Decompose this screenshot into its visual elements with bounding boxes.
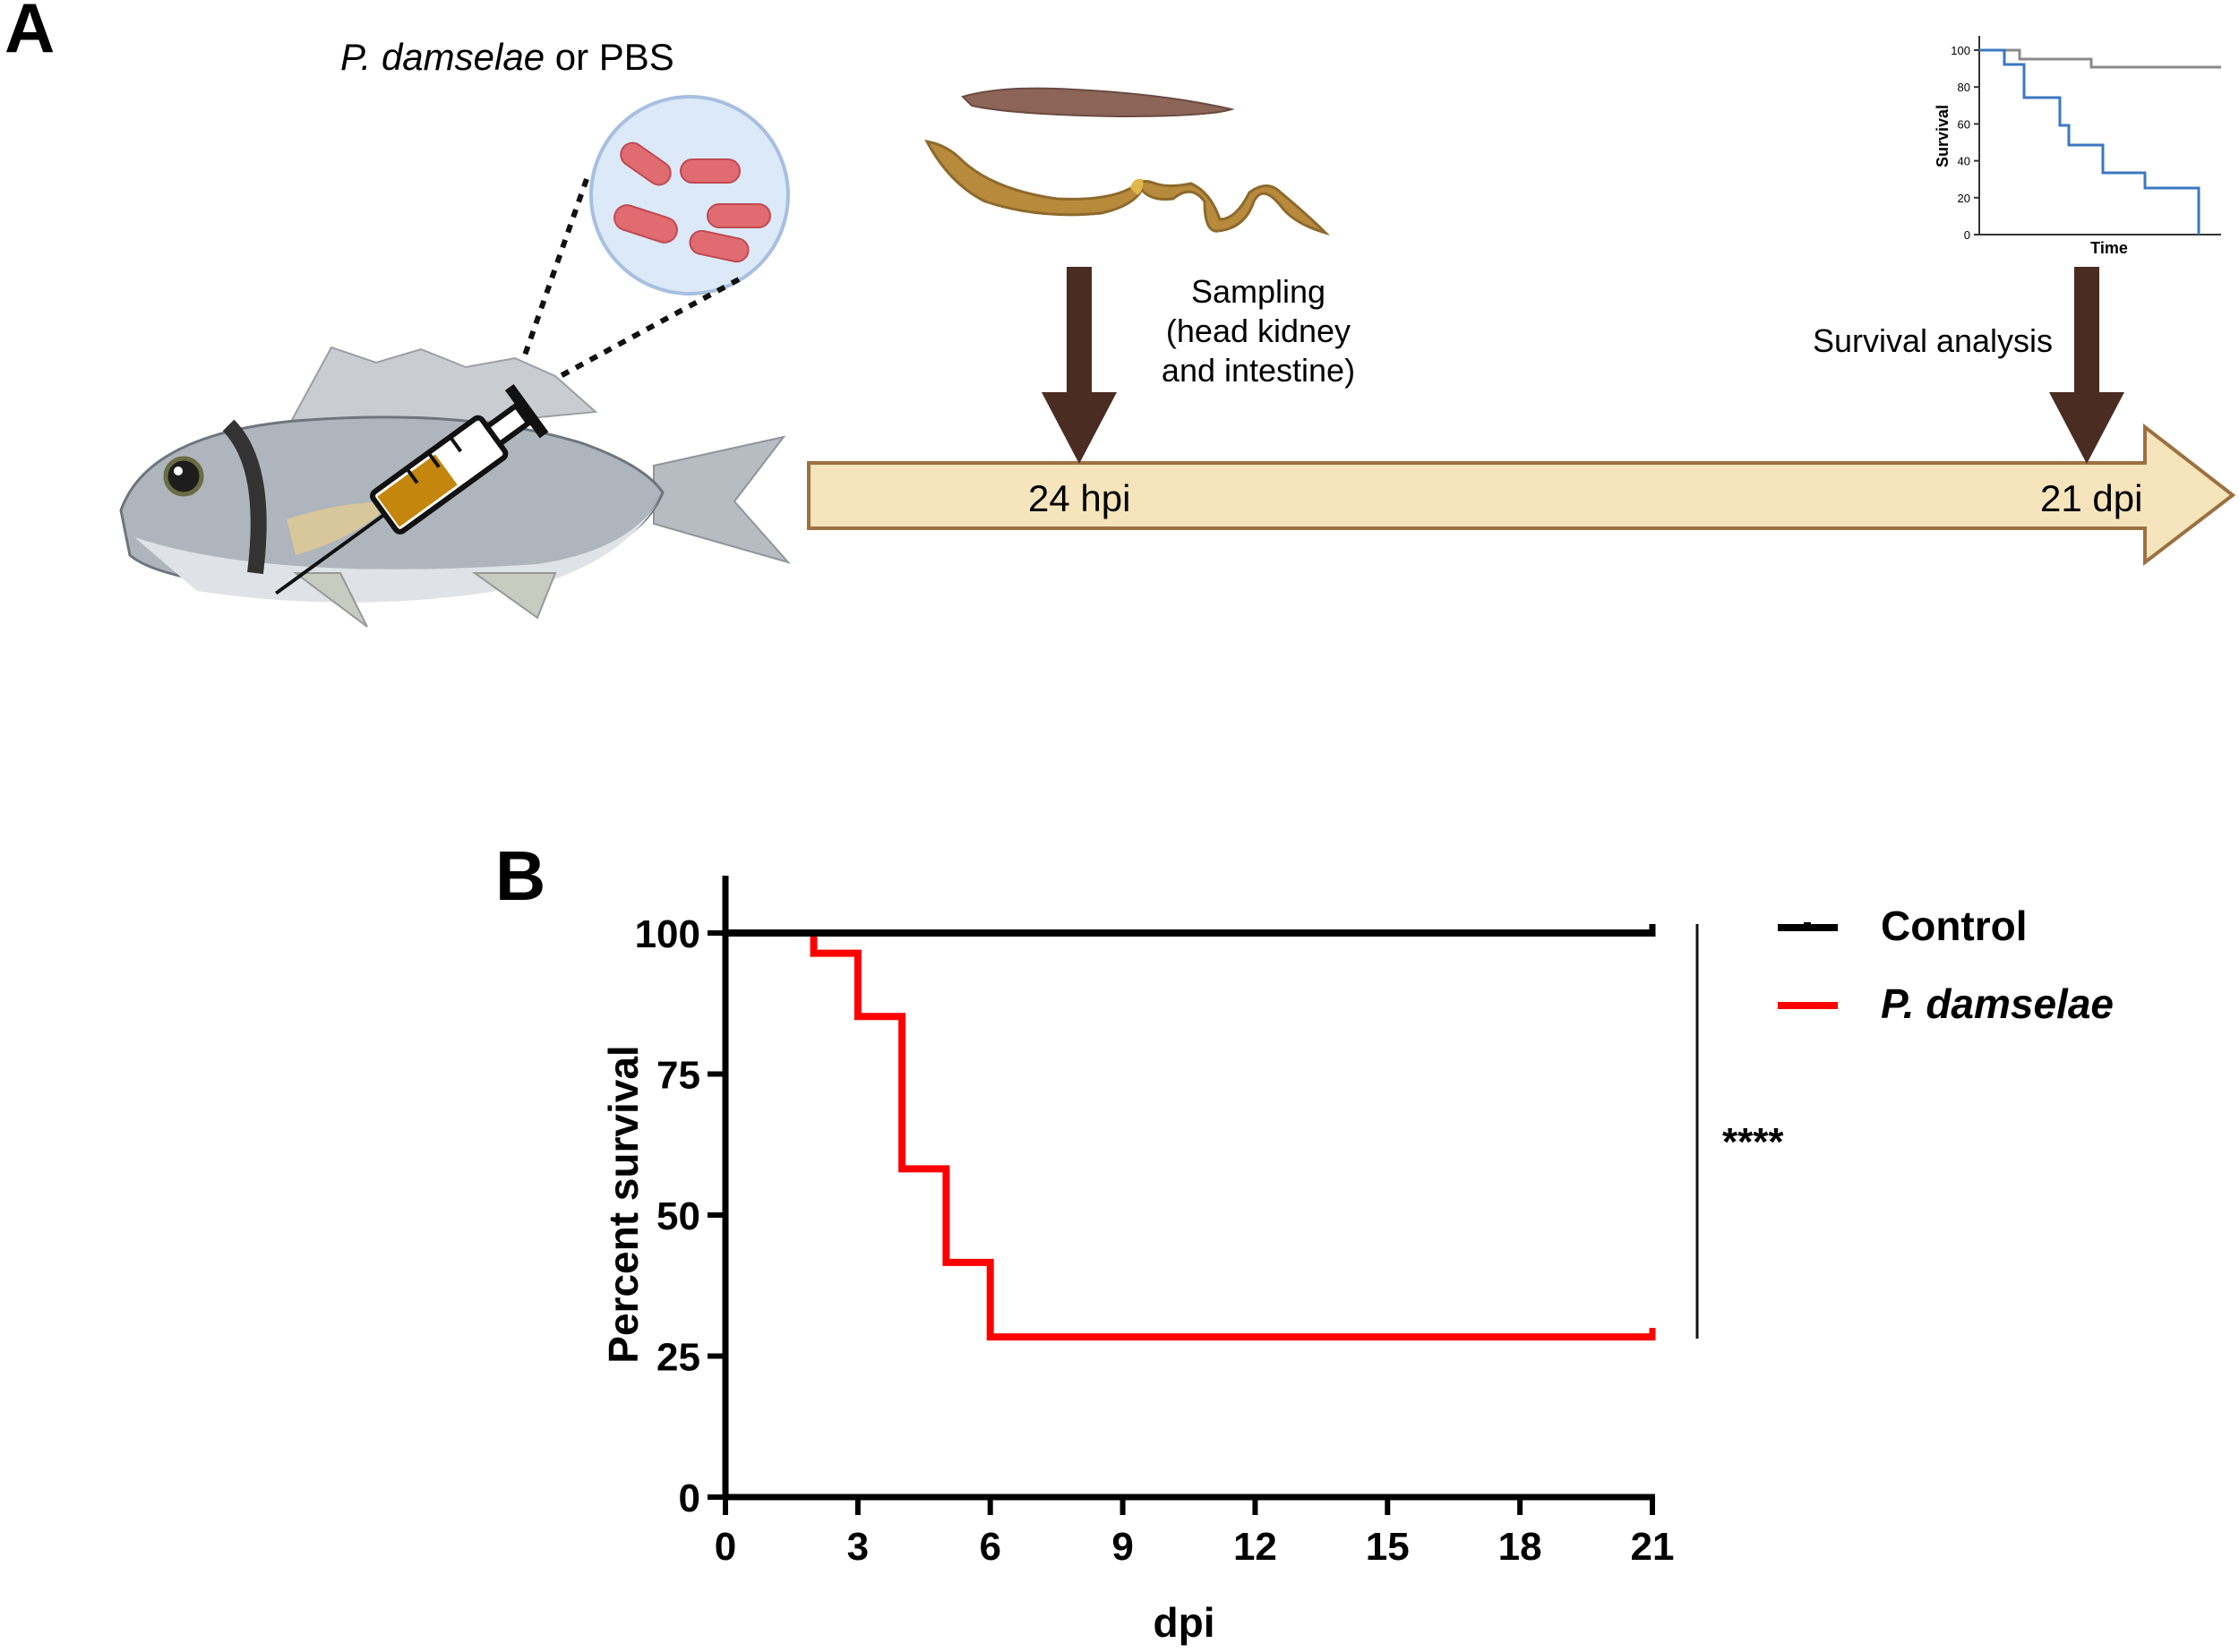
treatment-label-italic: P. damselae [340, 36, 545, 78]
legend-item-p-damselae: P. damselae [1778, 980, 2114, 1027]
timeline-arrow [807, 423, 2236, 567]
survival-down-arrow-icon [2049, 267, 2124, 464]
y-tick-label: 0 [679, 1477, 700, 1520]
legend-label-p-damselae: P. damselae [1881, 980, 2114, 1027]
treatment-label: P. damselae or PBS [340, 36, 674, 78]
x-tick-label: 3 [847, 1525, 869, 1569]
x-tick-label: 6 [979, 1525, 1000, 1569]
y-axis-label: Percent survival [600, 1045, 647, 1363]
x-tick-label: 21 [1631, 1525, 1675, 1569]
survival-analysis-label: Survival analysis [1813, 322, 2053, 359]
syringe-icon [275, 383, 549, 595]
panel-a-label: A [4, 0, 55, 67]
head-kidney-sample-icon [961, 87, 1235, 118]
y-tick-label: 75 [656, 1054, 700, 1098]
treatment-label-rest: or PBS [545, 36, 674, 78]
legend: Control P. damselae [1778, 903, 2114, 1027]
survival-chart: 0 25 50 75 100 0 3 6 9 12 15 18 21 [635, 876, 1675, 1569]
mini-survival-chart-icon: 0 20 40 60 80 100 Survival Time [1934, 36, 2221, 257]
sampling-label-line-3: and intestine) [1162, 352, 1355, 389]
x-tick-label: 0 [715, 1525, 736, 1569]
x-tick-label: 15 [1366, 1525, 1410, 1569]
y-tick-label: 25 [656, 1336, 700, 1380]
sampling-down-arrow-icon [1042, 267, 1117, 464]
timepoint-21dpi: 21 dpi [2040, 477, 2142, 519]
significance-stars: **** [1722, 1120, 1784, 1164]
mini-chart-ylabel: Survival [1934, 105, 1952, 167]
mini-chart-tick-label: 20 [1958, 192, 1970, 205]
panel-b-label: B [495, 836, 545, 915]
x-tick-label: 12 [1233, 1525, 1277, 1569]
sampling-label-line-2: (head kidney [1166, 312, 1351, 349]
mini-chart-tick-label: 80 [1958, 81, 1970, 94]
series-line-p-damselae [725, 929, 1652, 1341]
intestine-sample-icon [924, 139, 1331, 236]
x-axis-label: dpi [1154, 1599, 1215, 1646]
mini-chart-tick-label: 0 [1964, 228, 1970, 242]
legend-label-control: Control [1881, 903, 2028, 949]
x-tick-label: 9 [1111, 1525, 1133, 1569]
bacteria-bubble-icon [589, 95, 790, 295]
x-tick-label: 18 [1498, 1525, 1542, 1569]
mini-chart-tick-label: 100 [1951, 44, 1970, 57]
timepoint-24hpi: 24 hpi [1028, 477, 1130, 519]
y-tick-label: 100 [635, 912, 700, 956]
mini-chart-tick-label: 40 [1958, 155, 1970, 168]
sampling-label-line-1: Sampling [1191, 273, 1325, 310]
mini-chart-xlabel: Time [2090, 239, 2128, 257]
y-tick-label: 50 [656, 1194, 700, 1238]
legend-item-control: Control [1778, 903, 2028, 949]
mini-chart-tick-label: 60 [1958, 117, 1970, 131]
zoom-lines [512, 178, 741, 392]
